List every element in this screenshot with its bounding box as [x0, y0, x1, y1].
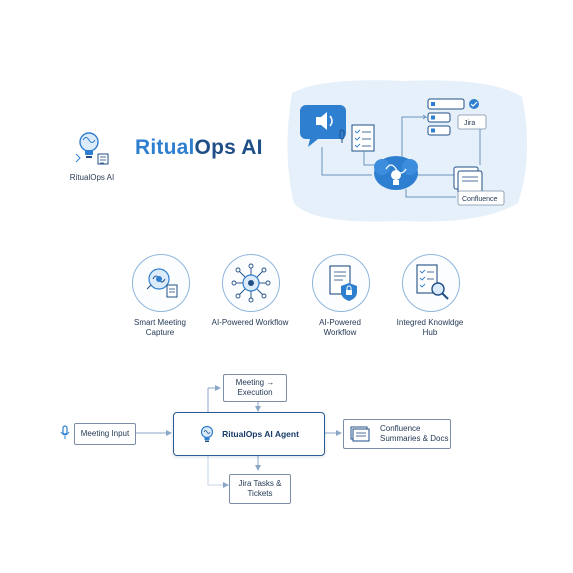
feature-label-ai-workflow: AI-Powered Workflow	[211, 318, 289, 327]
brain-meeting-icon	[146, 268, 178, 298]
logo-caption: RitualOps AI	[69, 173, 115, 182]
secure-document-icon	[329, 265, 357, 301]
hero-confluence-label: Confluence	[462, 196, 498, 203]
flow-meeting-input-box: Meeting Input	[74, 423, 136, 445]
flow-jira-box: Jira Tasks &Tickets	[229, 474, 291, 504]
brain-bulb-icon	[374, 156, 418, 190]
agent-bulb-icon	[200, 425, 214, 442]
flow-meeting-execution-box: Meeting →Execution	[223, 374, 287, 402]
hero-illustration: Jira Confluence	[282, 75, 530, 227]
knowledge-search-icon	[416, 264, 449, 300]
chat-speaker-icon	[300, 105, 346, 147]
brand-name-part1: Ritual	[135, 136, 195, 159]
feature-circle-smart-meeting	[132, 254, 190, 312]
mic-icon	[59, 425, 71, 441]
feature-circle-knowledge-hub	[402, 254, 460, 312]
feature-circle-secure-docs	[312, 254, 370, 312]
feature-circle-ai-workflow	[222, 254, 280, 312]
brand-name-part2: Ops AI	[194, 136, 263, 159]
ai-workflow-network-icon	[231, 263, 271, 303]
confluence-docs-icon	[453, 166, 505, 206]
stacked-docs-icon	[350, 426, 370, 442]
brand-title: RitualOps AI	[135, 136, 263, 160]
flow-agent-box: RitualOps AI Agent	[173, 412, 325, 456]
mic-checklist-icon	[339, 124, 375, 152]
hero-jira-label: Jira	[464, 120, 475, 127]
brand-logo-icon	[70, 128, 116, 176]
flow-agent-label: RitualOps AI Agent	[222, 429, 299, 439]
jira-task-stack-icon	[427, 98, 487, 136]
